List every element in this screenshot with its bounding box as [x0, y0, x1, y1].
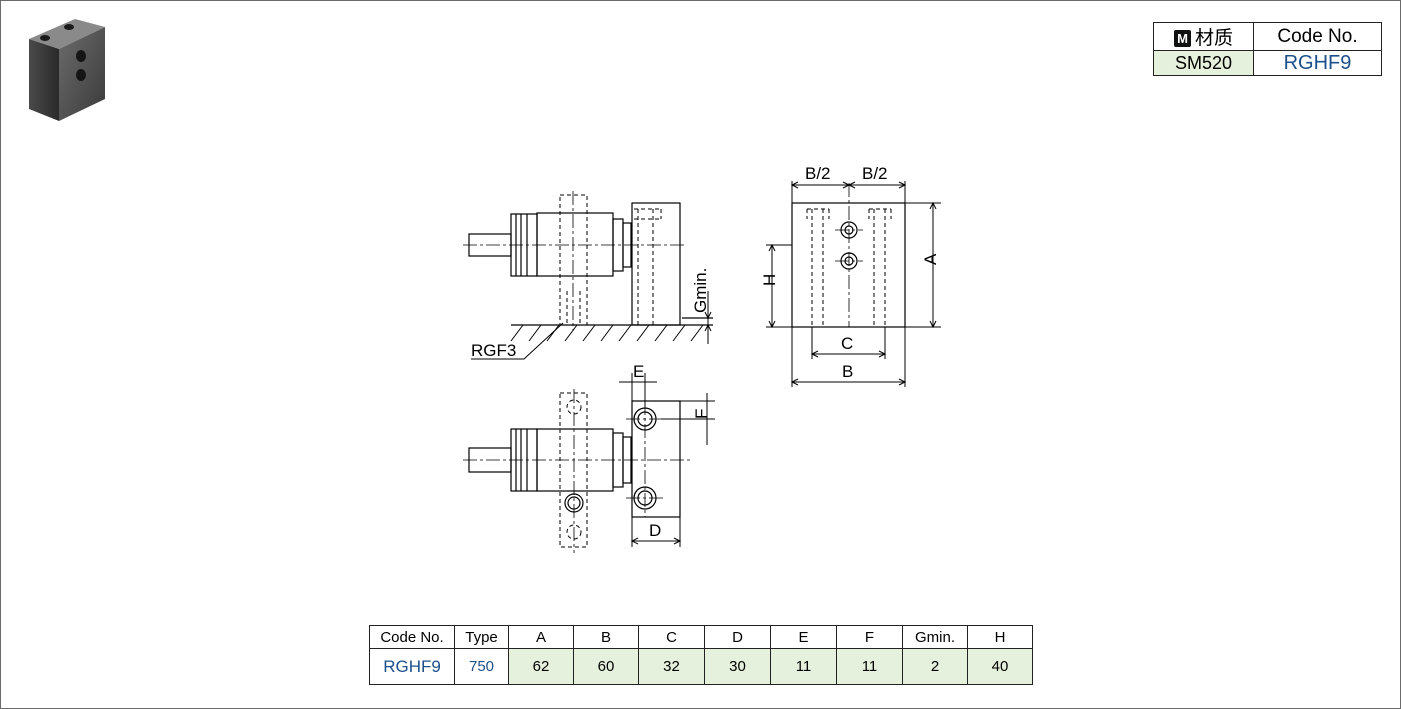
- technical-drawing: Gmin. RGF3: [463, 164, 941, 553]
- label-b: B: [842, 362, 853, 381]
- spec-cell-a: 62: [508, 648, 574, 685]
- label-b-half-left: B/2: [805, 164, 831, 183]
- spec-header-f: F: [836, 625, 903, 649]
- spec-cell-e: 11: [770, 648, 837, 685]
- label-a: A: [921, 253, 940, 265]
- spec-header-gmin: Gmin.: [902, 625, 968, 649]
- spec-header-e: E: [770, 625, 837, 649]
- label-gmin: Gmin.: [691, 268, 710, 313]
- material-value: SM520: [1153, 50, 1254, 76]
- code-value[interactable]: RGHF9: [1253, 50, 1382, 76]
- spec-header-d: D: [704, 625, 771, 649]
- spec-header-h: H: [967, 625, 1033, 649]
- material-icon: M: [1173, 30, 1191, 47]
- code-header: Code No.: [1253, 22, 1382, 51]
- spec-cell-gmin: 2: [902, 648, 968, 685]
- spec-cell-b: 60: [573, 648, 639, 685]
- spec-header-code-no: Code No.: [369, 625, 455, 649]
- label-rgf3: RGF3: [471, 341, 516, 360]
- label-f: F: [692, 409, 711, 419]
- spec-cell-f: 11: [836, 648, 903, 685]
- table-row: RGHF9 750 62 60 32 30 11 11 2 40: [369, 648, 1033, 685]
- spec-cell-type: 750: [454, 648, 509, 685]
- label-c: C: [841, 334, 853, 353]
- spec-cell-d: 30: [704, 648, 771, 685]
- spec-header-a: A: [508, 625, 574, 649]
- spec-header-row: Code No. Type A B C D E F Gmin. H: [369, 625, 1033, 649]
- spec-cell-c: 32: [638, 648, 705, 685]
- spec-header-type: Type: [454, 625, 509, 649]
- label-d: D: [649, 521, 661, 540]
- spec-header-b: B: [573, 625, 639, 649]
- spec-cell-h: 40: [967, 648, 1033, 685]
- label-b-half-right: B/2: [862, 164, 888, 183]
- spec-header-c: C: [638, 625, 705, 649]
- spec-table: Code No. Type A B C D E F Gmin. H RGHF9 …: [369, 625, 1033, 685]
- product-photo: [29, 19, 105, 121]
- label-h: H: [760, 274, 779, 286]
- spec-cell-code-no[interactable]: RGHF9: [369, 648, 455, 685]
- material-header: 材质: [1194, 28, 1233, 49]
- label-e: E: [633, 362, 644, 381]
